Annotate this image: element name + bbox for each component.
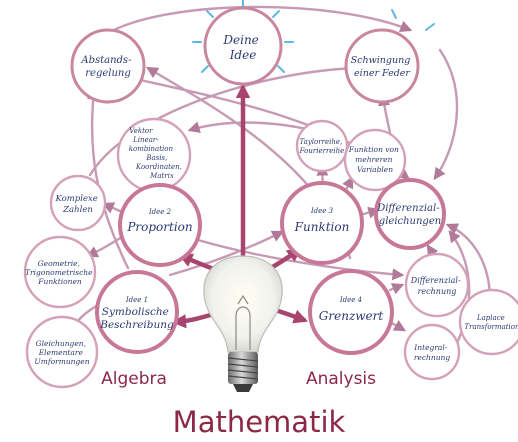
- bulb-filament: [235, 294, 251, 350]
- node-labels: Deine Idee Abstands- regelung Schwingung…: [25, 33, 518, 366]
- label-funktion-idea: Idee 3: [310, 207, 334, 215]
- label-abstandsregelung: Abstands- regelung: [80, 55, 134, 79]
- nodes: [23, 6, 518, 389]
- arrow-grenzwert-to-diffrechnung: [388, 283, 405, 295]
- label-taylor: Taylorreihe, Fourierreihe: [299, 138, 345, 155]
- arrow-bulb-to-grenzwert: [272, 307, 309, 324]
- arrow-symbolische-to-abstands: [87, 87, 130, 270]
- arrow-bulb-to-symbolische: [171, 311, 217, 329]
- node-schwingung: [344, 28, 420, 104]
- node-komplexe: [49, 174, 107, 232]
- node-integralrechnung: [403, 323, 461, 381]
- label-deine-idee: Deine Idee: [222, 33, 262, 62]
- arrow-symbolische-to-funktion: [168, 230, 285, 277]
- node-grenzwert: [308, 269, 394, 355]
- arrow-abstands-to-schwingung-top: [108, 5, 413, 34]
- label-vektor: Vektor Linear- kombination Basis, Koordi…: [129, 127, 184, 180]
- arrow-proportion-to-geometrie: [85, 233, 127, 258]
- arrow-komplexe-to-schwingung: [88, 62, 363, 177]
- spark-line: [277, 65, 285, 73]
- label-symbolische-idea: Idee 1: [125, 296, 148, 304]
- spark-line: [391, 9, 397, 19]
- spark-line: [201, 65, 209, 73]
- arrow-proportion-to-diffrechnung: [196, 238, 405, 281]
- node-symbolische: [95, 270, 179, 354]
- label-gleichungen: Gleichungen, Elementare Umformungen: [34, 339, 89, 366]
- label-differenzialrechnung: Differenzial- rechnung: [410, 276, 463, 296]
- label-geometrie: Geometrie, Trigonometrische Funktionen: [25, 259, 95, 286]
- spark-line: [272, 10, 280, 18]
- label-funktion: Funktion: [294, 220, 350, 234]
- node-geometrie: [23, 235, 97, 309]
- arrow-laplace-to-diffgl: [445, 223, 492, 302]
- spark-line: [206, 10, 214, 18]
- arrow-proportion-to-komplexe: [101, 202, 124, 214]
- spark-line: [425, 23, 435, 31]
- node-gleichungen: [25, 315, 99, 389]
- label-funktion-mehreren: Funktion von mehreren Variablen: [348, 145, 402, 174]
- node-deine-idee: [203, 6, 283, 86]
- idea-sparks: [192, 0, 435, 73]
- label-komplexe: Komplexe Zahlen: [54, 194, 100, 215]
- node-differenzialrechnung: [404, 252, 470, 318]
- node-taylor: [295, 119, 349, 173]
- node-funktion-mehreren: [343, 128, 407, 192]
- bulb-tip: [233, 384, 253, 392]
- bulb-socket: [228, 352, 258, 384]
- label-differenzialgleichungen: Differenzial- gleichungen: [376, 203, 443, 227]
- label-integralrechnung: Integral- rechnung: [413, 343, 450, 362]
- node-abstandsregelung: [70, 28, 146, 104]
- node-differenzialgleichungen: [374, 178, 446, 250]
- arrow-top-right-to-diffgl: [433, 48, 459, 180]
- label-symbolische: Symbolische Beschreibung: [99, 306, 174, 331]
- node-funktion: [280, 181, 364, 265]
- label-proportion: Proportion: [126, 220, 192, 234]
- label-laplace: Laplace Transformation: [464, 314, 518, 331]
- light-bulb-icon: [203, 255, 283, 392]
- section-algebra: Algebra: [101, 369, 167, 389]
- node-proportion: [118, 183, 202, 267]
- label-schwingung: Schwingung einer Feder: [351, 55, 414, 79]
- label-grenzwert-idea: Idee 4: [339, 296, 362, 304]
- section-analysis: Analysis: [306, 369, 376, 389]
- node-laplace: [458, 288, 518, 356]
- label-proportion-idea: Idee 2: [148, 208, 172, 216]
- label-grenzwert: Grenzwert: [319, 309, 384, 323]
- bulb-glass: [203, 255, 283, 353]
- page-title: Mathematik: [173, 405, 346, 439]
